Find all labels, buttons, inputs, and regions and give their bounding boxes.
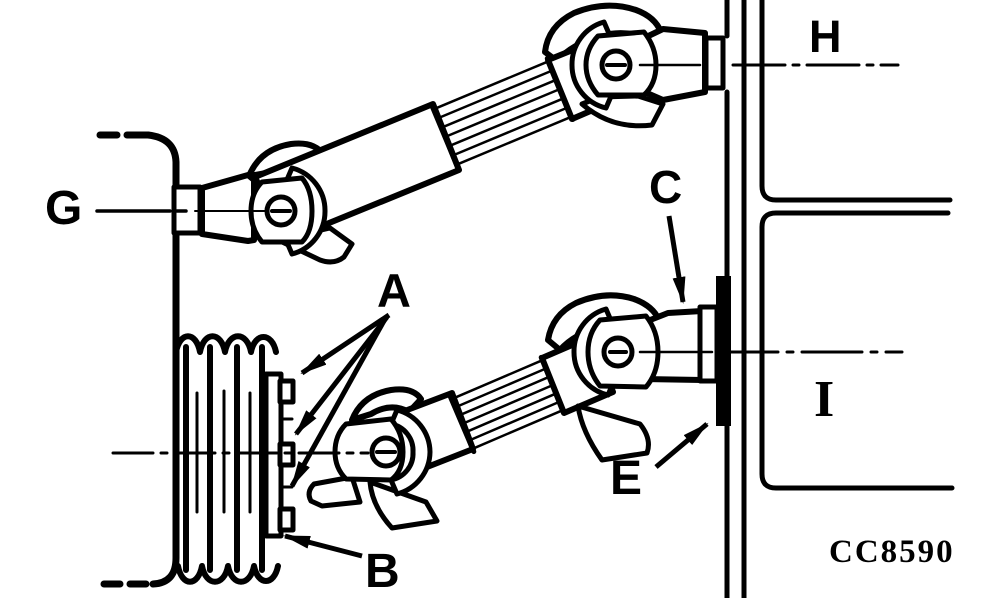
lower-right-yoke-flap: [575, 403, 651, 463]
callout-H-label: H: [809, 11, 842, 62]
callout-C-arrow: [666, 215, 686, 304]
ujoint-upper-left: [171, 165, 355, 265]
callout-E-label: E: [610, 452, 642, 505]
lower-left-yoke-rear-arm: [349, 386, 424, 423]
callout-G-label: G: [45, 182, 82, 235]
callout-B-label: B: [365, 545, 400, 598]
callout-I-label: I: [814, 371, 834, 428]
lower-left-yoke-claw: [388, 407, 433, 497]
bulkhead-wall: [724, 0, 955, 598]
wall-spacer: [716, 276, 731, 426]
flange-stud-ticks: [279, 417, 294, 489]
pulley: [173, 333, 296, 585]
callout-A-label: A: [377, 264, 411, 317]
ujoint-lower-left: [306, 407, 440, 531]
upper-driveshaft: [95, 2, 726, 265]
bracket-upper-edge: [759, 0, 953, 203]
engine-edge-line: [144, 131, 180, 588]
pulley-top-scallops: [173, 333, 279, 355]
callout-C-label: C: [649, 161, 682, 213]
lower-driveshaft: [306, 276, 731, 531]
lower-shaft-end-flange: [697, 304, 720, 384]
pulley-bottom-scallops: [175, 563, 281, 585]
upper-left-neck: [199, 172, 257, 244]
flange-bolt-top: [277, 378, 296, 405]
callout-E-arrow: [654, 422, 709, 469]
callout-A-arrow-2: [294, 315, 389, 436]
callout-arrows: [283, 215, 709, 559]
figure-code: CC8590: [829, 534, 955, 570]
engine-edge-outline: [96, 131, 180, 588]
lower-left-yoke-flap: [367, 479, 440, 531]
callout-A-arrow-3: [289, 317, 388, 488]
callout-A-arrow-1: [300, 312, 391, 376]
pulley-groove-lines: [183, 344, 265, 573]
callout-B-arrow: [283, 533, 363, 559]
upper-shaft-end-cap: [703, 35, 726, 91]
flange-bolt-bottom: [277, 506, 296, 533]
lower-left-yoke-arm: [306, 474, 363, 509]
